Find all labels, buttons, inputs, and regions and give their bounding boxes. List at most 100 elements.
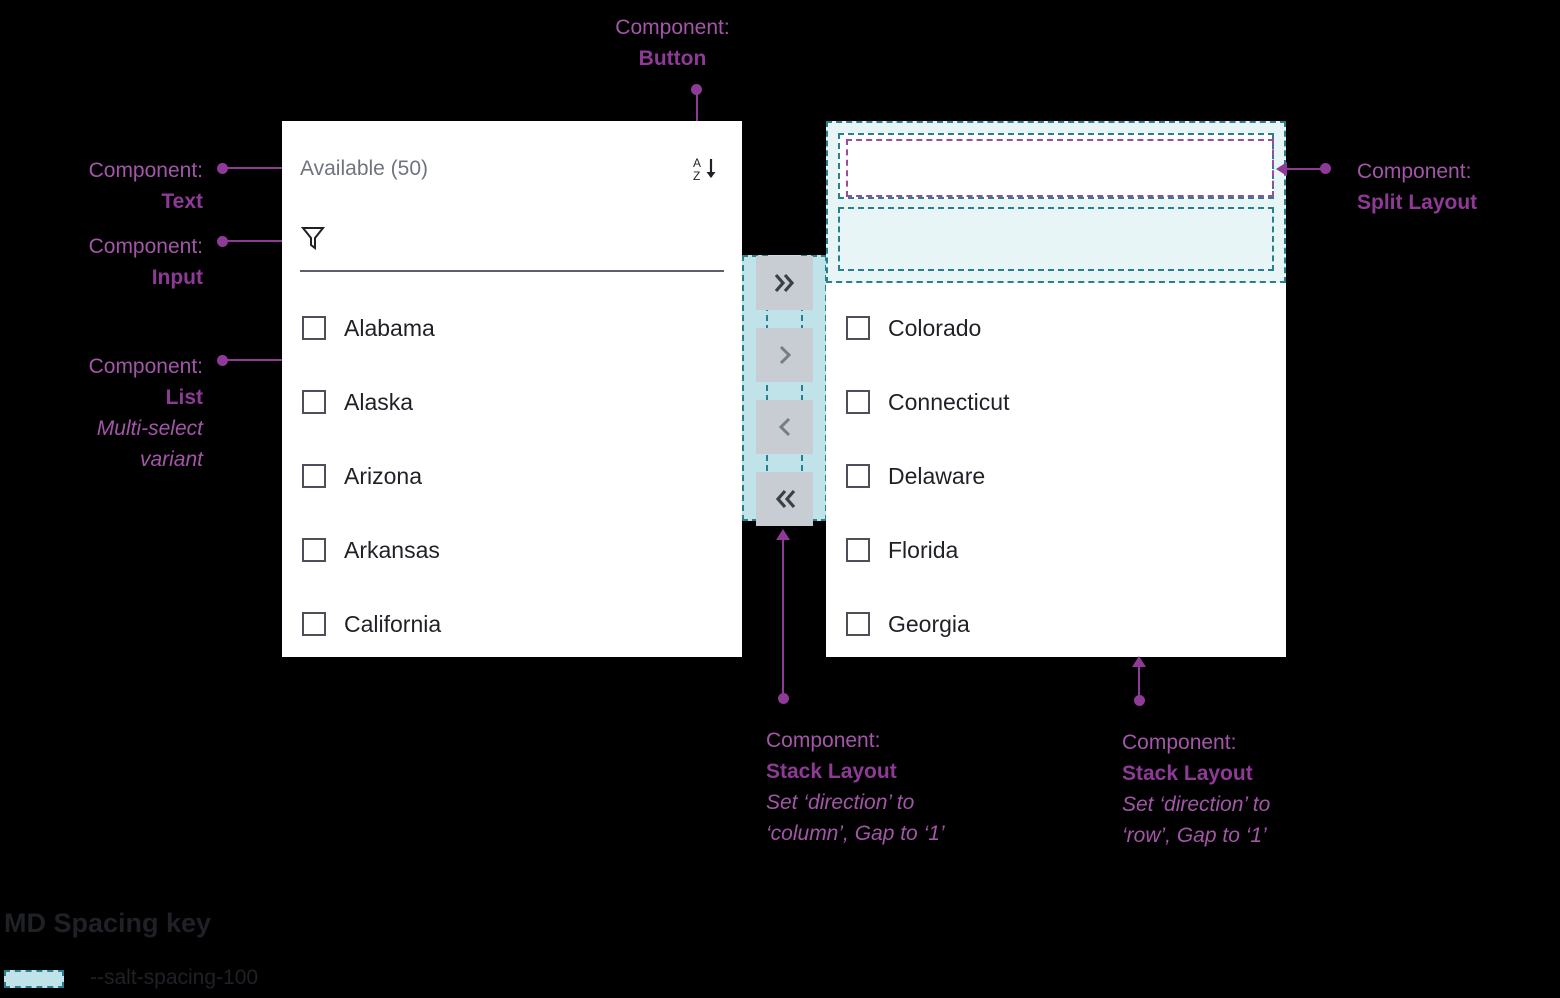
annotation-split-layout: Component: Split Layout <box>1357 156 1477 218</box>
annotation-input: Component: Input <box>0 231 203 293</box>
annotation-label: Component: <box>615 16 730 39</box>
annotation-leader-line <box>1287 168 1323 170</box>
chevron-left-icon <box>778 417 790 437</box>
list-item[interactable]: Florida <box>846 533 1268 567</box>
annotation-arrowhead <box>1132 656 1146 667</box>
available-panel-actions: A Z <box>688 151 724 187</box>
list-item-label: Connecticut <box>888 389 1010 415</box>
list-item[interactable]: Arizona <box>302 459 724 493</box>
svg-text:Z: Z <box>693 169 700 183</box>
annotation-label: Component: <box>766 729 881 752</box>
annotation-arrowhead <box>1276 162 1287 176</box>
annotation-name: List <box>165 386 203 409</box>
annotation-leader-line <box>782 540 784 695</box>
annotation-leader-line <box>225 167 288 169</box>
spacing-key-title: MD Spacing key <box>4 908 212 938</box>
annotation-name: Split Layout <box>1357 191 1478 214</box>
available-filter-input[interactable] <box>300 217 724 263</box>
annotation-name: Stack Layout <box>766 760 897 783</box>
move-all-left-button[interactable] <box>756 472 813 526</box>
annotation-label: Component: <box>88 235 203 258</box>
annotation-note-2: ‘row’, Gap to ‘1’ <box>1122 824 1267 847</box>
visible-list[interactable]: Colorado Connecticut Delaware Florida Ge… <box>846 311 1268 681</box>
annotation-stack-column: Component: Stack Layout Set ‘direction’ … <box>766 725 945 849</box>
available-panel-header: Available (50) A Z <box>282 141 742 197</box>
annotation-label: Component: <box>1357 160 1472 183</box>
list-item-label: Florida <box>888 537 959 563</box>
list-item[interactable]: Colorado <box>846 311 1268 345</box>
list-item[interactable]: Alaska <box>302 385 724 419</box>
available-filter-field[interactable] <box>338 227 724 253</box>
chevron-double-left-icon <box>775 489 795 509</box>
available-filter-underline <box>300 270 724 272</box>
checkbox-icon[interactable] <box>846 390 870 414</box>
spacing-guide-filter-row <box>838 207 1274 271</box>
checkbox-icon[interactable] <box>302 316 326 340</box>
available-panel: Available (50) A Z Alabama <box>282 121 742 657</box>
move-right-button[interactable] <box>756 328 813 382</box>
annotation-dot <box>217 163 228 174</box>
list-item-label: California <box>344 611 442 637</box>
annotation-button: Component: Button <box>580 12 765 74</box>
annotation-name: Text <box>161 190 203 213</box>
annotation-note-1: Set ‘direction’ to <box>1122 793 1271 816</box>
stack-spacing-guide-left <box>742 255 768 521</box>
checkbox-icon[interactable] <box>846 538 870 562</box>
annotation-label: Component: <box>1122 731 1237 754</box>
checkbox-icon[interactable] <box>302 390 326 414</box>
checkbox-icon[interactable] <box>302 538 326 562</box>
annotation-note-1: Set ‘direction’ to <box>766 791 915 814</box>
annotation-note-2: ‘column’, Gap to ‘1’ <box>766 822 945 845</box>
list-item[interactable]: Alabama <box>302 311 724 345</box>
list-item-label: Delaware <box>888 463 986 489</box>
list-item[interactable]: Connecticut <box>846 385 1268 419</box>
list-item[interactable]: California <box>302 607 724 641</box>
checkbox-icon[interactable] <box>846 612 870 636</box>
annotation-text: Component: Text <box>0 155 203 217</box>
list-item[interactable]: Delaware <box>846 459 1268 493</box>
annotation-dot <box>778 693 789 704</box>
annotation-name: Input <box>151 266 203 289</box>
annotation-leader-line <box>225 240 293 242</box>
list-item[interactable]: Georgia <box>846 607 1268 641</box>
move-left-button[interactable] <box>756 400 813 454</box>
list-item[interactable]: Arkansas <box>302 533 724 567</box>
spacing-key-token: --salt-spacing-100 <box>90 966 259 989</box>
annotation-dot <box>1320 163 1331 174</box>
annotation-name: Button <box>638 47 707 70</box>
annotation-label: Component: <box>88 159 203 182</box>
annotation-arrowhead <box>776 529 790 540</box>
list-item-label: Georgia <box>888 611 970 637</box>
annotation-leader-line <box>1138 667 1140 697</box>
chevron-double-right-icon <box>774 273 794 293</box>
spacing-key-swatch <box>4 970 64 988</box>
annotation-note-1: Multi-select <box>96 417 203 440</box>
available-list[interactable]: Alabama Alaska Arizona Arkansas Californ… <box>302 311 724 681</box>
list-item-label: Alabama <box>344 315 435 341</box>
checkbox-icon[interactable] <box>302 612 326 636</box>
annotation-name: Stack Layout <box>1122 762 1253 785</box>
svg-text:A: A <box>693 156 701 170</box>
available-panel-title: Available (50) <box>300 157 429 180</box>
annotation-stack-row: Component: Stack Layout Set ‘direction’ … <box>1122 727 1270 851</box>
list-item-label: Alaska <box>344 389 414 415</box>
list-item-label: Arizona <box>344 463 422 489</box>
list-item-label: Arkansas <box>344 537 440 563</box>
annotation-dot <box>1134 695 1145 706</box>
spacing-guide-header-row <box>838 133 1274 199</box>
list-item-label: Colorado <box>888 315 982 341</box>
chevron-right-icon <box>779 345 791 365</box>
annotation-list: Component: List Multi-select variant <box>0 351 203 475</box>
filter-funnel-icon <box>300 224 326 257</box>
checkbox-icon[interactable] <box>846 464 870 488</box>
split-layout-component-box <box>846 139 1274 197</box>
annotation-leader-line <box>225 359 293 361</box>
annotation-dot <box>217 236 228 247</box>
checkbox-icon[interactable] <box>302 464 326 488</box>
move-all-right-button[interactable] <box>756 256 813 310</box>
annotation-label: Component: <box>88 355 203 378</box>
sort-az-descending-icon[interactable]: A Z <box>688 151 724 187</box>
annotation-dot <box>217 355 228 366</box>
checkbox-icon[interactable] <box>846 316 870 340</box>
annotation-leader-line <box>696 89 698 135</box>
